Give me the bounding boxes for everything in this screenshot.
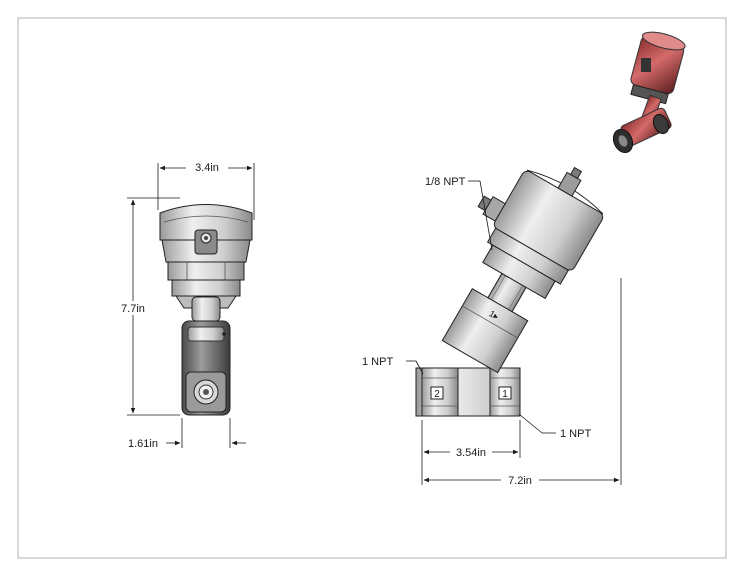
port-2-label: 2 [434,389,440,400]
outlet-port-callout: 1 NPT [560,428,591,440]
port-2-box [430,386,444,400]
port-1-box [498,386,512,400]
overall-length-label: 7.2in [508,475,532,487]
side-view: 2 1 1▸ [415,166,604,417]
inlet-port-callout: 1 NPT [362,356,393,368]
front-body-width-label: 1.61in [128,438,158,450]
front-dimensions: 3.4in 7.7in 1.61in [114,160,255,450]
front-height-label: 7.7in [121,303,145,315]
front-width-label: 3.4in [195,162,219,174]
pilot-port-callout: 1/8 NPT [425,176,466,188]
port-spacing-label: 3.54in [456,447,486,459]
port-1-label: 1 [502,389,508,400]
sheet-border [17,17,727,559]
isometric-thumbnail [612,31,686,154]
side-dimensions: 3.54in 7.2in [421,278,622,487]
side-callouts: 1/8 NPT 1 NPT 1 NPT [362,176,591,440]
front-view [159,204,253,416]
